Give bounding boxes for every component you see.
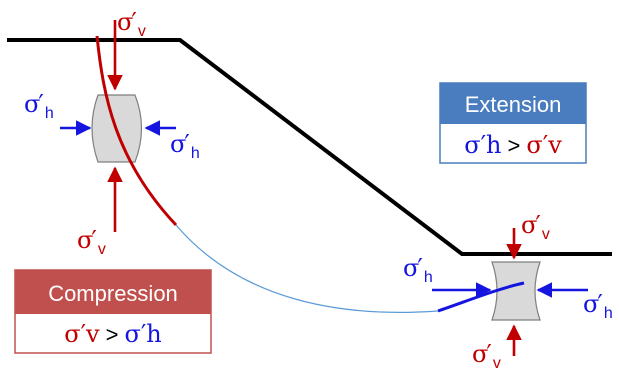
extension-box: Extension σ′h>σ′v xyxy=(439,82,587,164)
sigma-h-label-right-of-left-element: σ′h xyxy=(170,130,200,162)
compression-box-title: Compression xyxy=(48,281,178,306)
sigma-h-label-far-right: σ′h xyxy=(583,290,613,322)
extension-soil-element xyxy=(491,261,541,321)
compression-box-header xyxy=(15,270,211,314)
sigma-v-label-bottom-right: σ′v xyxy=(472,340,501,372)
sigma-v-label-top-right: σ′v xyxy=(521,211,550,243)
compression-box: Compression σ′v>σ′h xyxy=(14,269,212,354)
sigma-v-label-top-left: σ′v xyxy=(117,8,146,40)
sigma-h-label-left-of-right-element: σ′h xyxy=(403,254,433,286)
sigma-h-label-left: σ′h xyxy=(24,90,54,122)
compression-box-relation: σ′v>σ′h xyxy=(64,320,162,348)
extension-box-title: Extension xyxy=(465,92,562,117)
slip-surface-middle xyxy=(175,224,439,313)
ground-surface-line xyxy=(7,38,612,256)
sigma-v-label-bottom-left: σ′v xyxy=(77,226,106,258)
extension-box-relation: σ′h>σ′v xyxy=(464,131,562,159)
extension-box-header xyxy=(440,83,586,124)
slip-surface-upper xyxy=(95,35,178,227)
